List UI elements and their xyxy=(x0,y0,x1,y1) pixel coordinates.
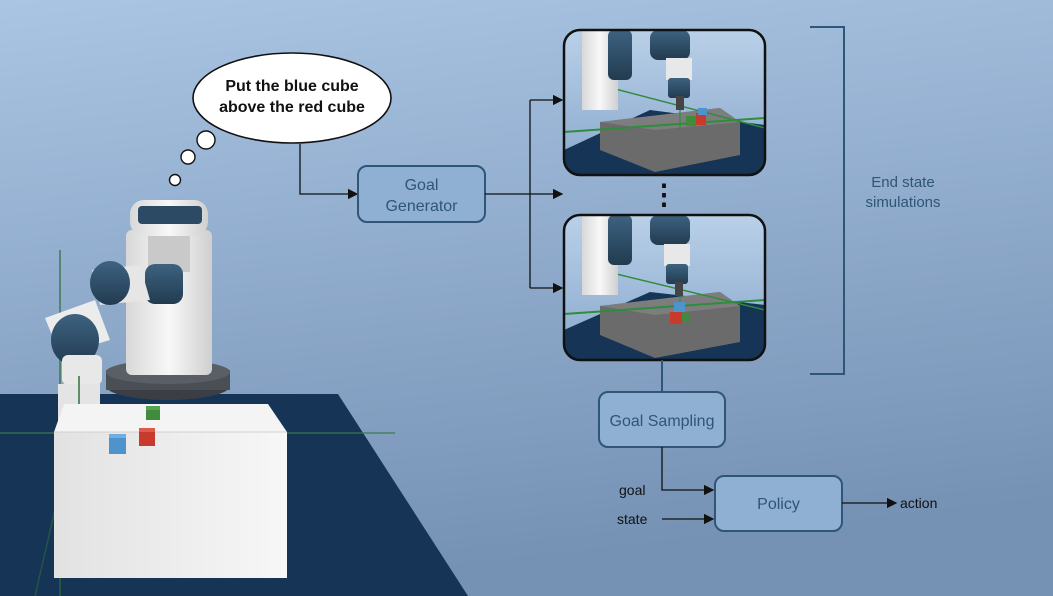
cube-blue xyxy=(109,434,126,454)
goal-input-label: goal xyxy=(619,482,645,498)
state-input-label: state xyxy=(617,511,648,527)
robot-shoulder xyxy=(145,264,183,304)
ellipsis: ⋮ xyxy=(650,179,678,210)
goal-generator-line-1: Goal xyxy=(405,177,439,194)
thought-bubble: Put the blue cube above the red cube xyxy=(168,52,392,187)
arrow-goal-to-policy xyxy=(661,447,715,496)
robot-elbow xyxy=(51,314,99,366)
simulation-thumbnail-bottom xyxy=(562,213,767,362)
cube-green xyxy=(146,406,160,420)
goal-generator-line-2: Generator xyxy=(385,198,458,215)
goal-sampling-label: Goal Sampling xyxy=(610,413,715,430)
thought-line-1: Put the blue cube xyxy=(225,78,358,95)
table xyxy=(54,432,287,578)
policy-label: Policy xyxy=(757,496,800,513)
end-state-bracket xyxy=(810,26,845,375)
thought-line-2: above the red cube xyxy=(219,99,365,116)
goal-generator-box: Goal Generator xyxy=(357,165,486,223)
end-state-label-line-2: simulations xyxy=(865,194,940,211)
end-state-label-line-1: End state xyxy=(871,174,934,191)
goal-sampling-box: Goal Sampling xyxy=(598,391,726,448)
simulation-thumbnail-top xyxy=(562,28,767,177)
cube-red xyxy=(139,428,155,446)
policy-box: Policy xyxy=(714,475,843,532)
robot-scene xyxy=(0,200,468,596)
action-output-label: action xyxy=(900,495,937,511)
arrow-bubble-to-generator xyxy=(299,144,359,200)
table-top xyxy=(54,404,287,432)
